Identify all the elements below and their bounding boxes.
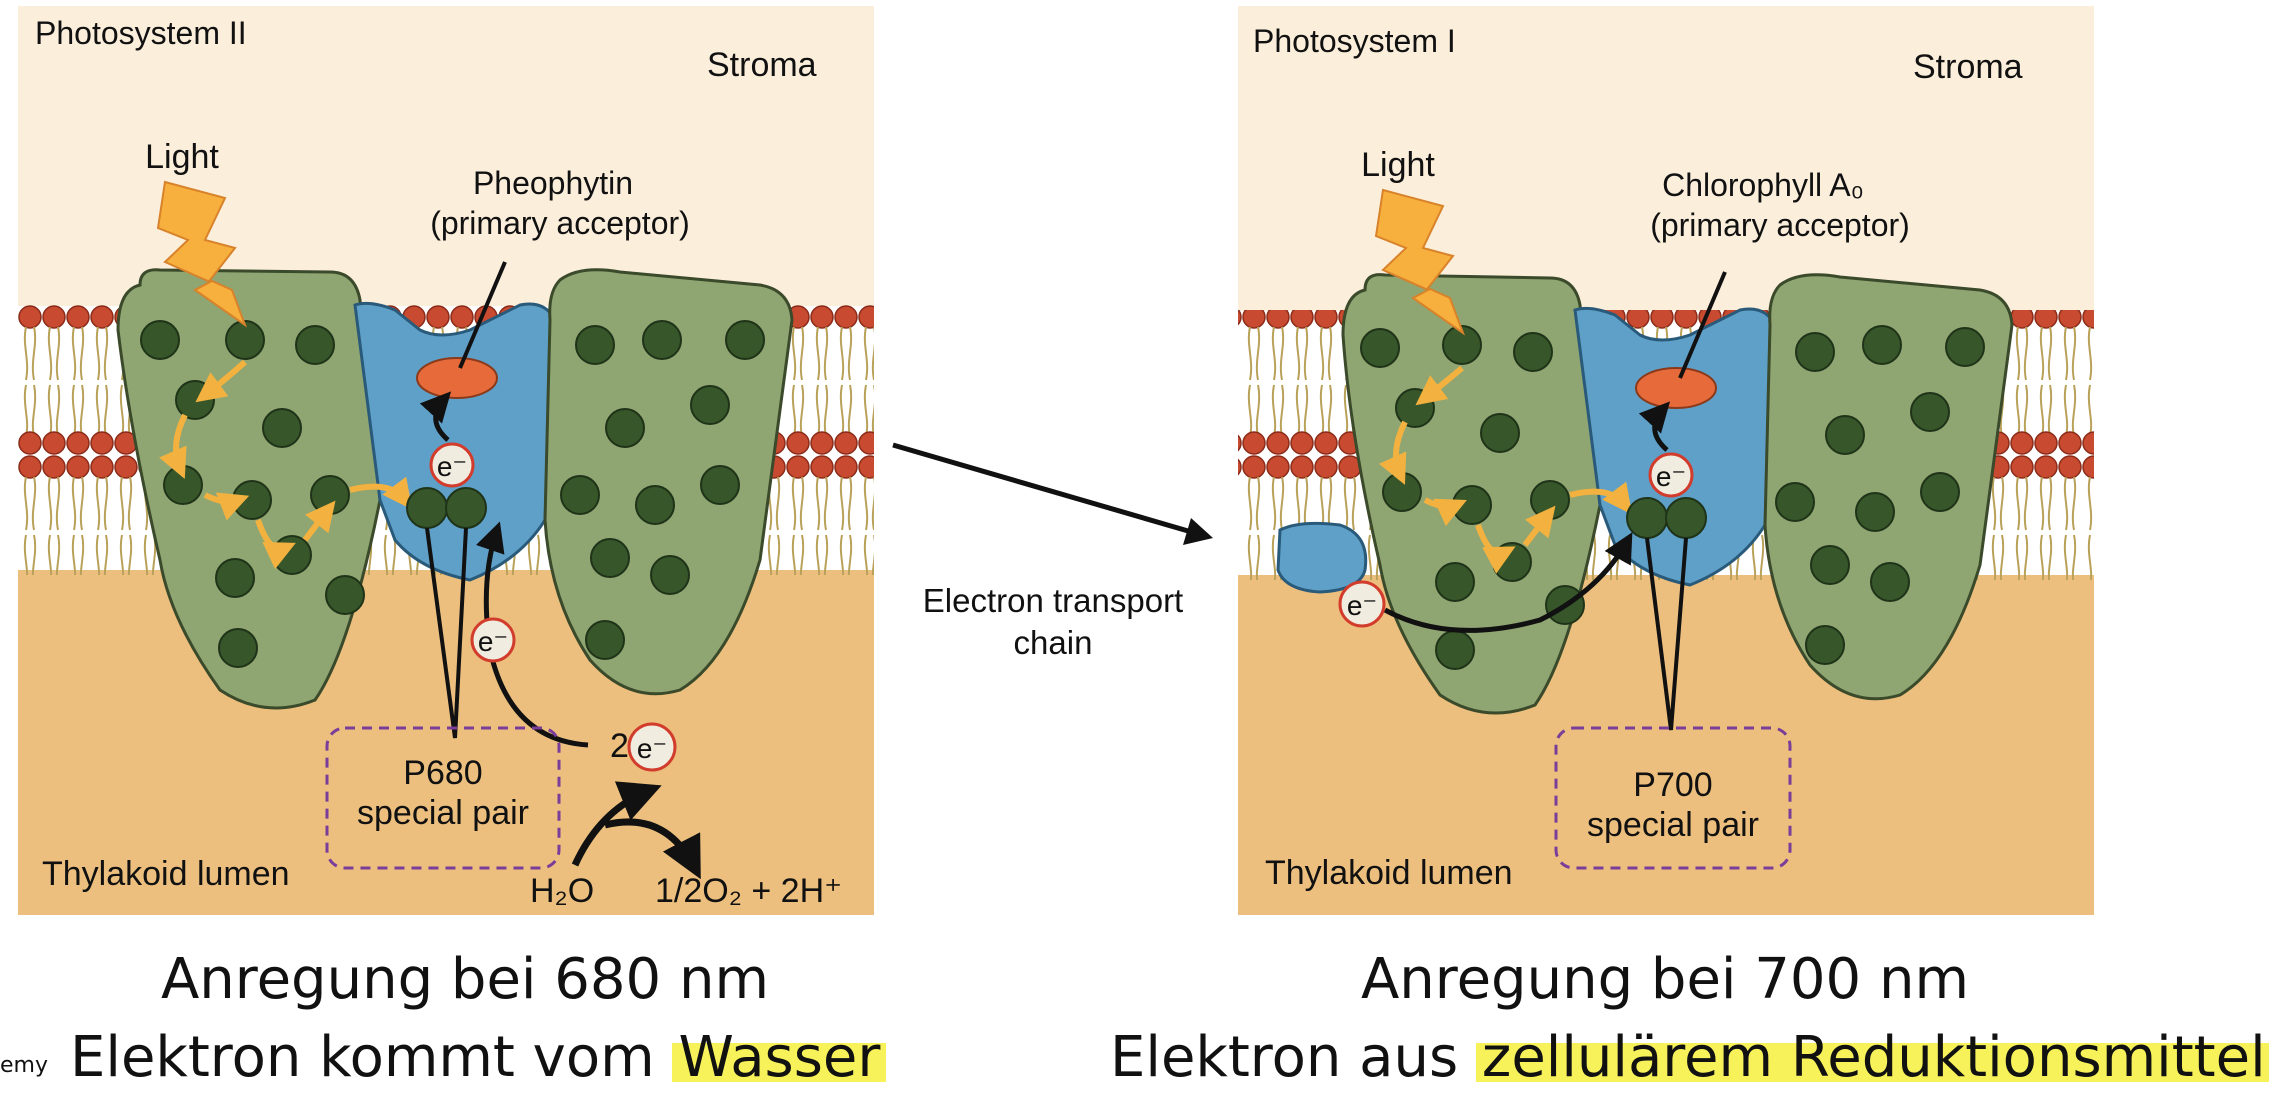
caption-left-highlight: Wasser <box>672 1025 887 1090</box>
special-pair-chlorophyll <box>445 487 487 529</box>
plastocyanin-carrier <box>1276 521 1368 594</box>
transport-label-1: Electron transport <box>923 582 1183 619</box>
energy-transfer-arrows <box>159 359 413 570</box>
caption-right-line1: Anregung bei 700 nm <box>1360 947 1969 1012</box>
electron-path-from-reductant <box>1383 532 1633 633</box>
chlorophyll-a0-acceptor <box>1635 367 1717 409</box>
special-pair-label-2: special pair <box>357 794 529 832</box>
special-pair-label-1: P700 <box>1633 766 1712 804</box>
acceptor-label-2: (primary acceptor) <box>1650 207 1910 243</box>
stroma-region <box>18 6 874 306</box>
pheophytin-acceptor <box>416 357 498 399</box>
caption-left-line2: Elektron kommt vom Wasser <box>70 1025 887 1090</box>
special-pair-pointer <box>425 527 468 739</box>
acceptor-label-1: Chlorophyll A₀ <box>1662 167 1864 203</box>
electron-transport-arrow <box>892 442 1213 545</box>
electron-marker: e⁻ <box>627 722 677 772</box>
special-pair-chlorophyll <box>1665 497 1707 539</box>
stroma-region <box>1238 6 2094 311</box>
two-electrons-prefix: 2 <box>610 727 629 765</box>
caption-right-plain: Elektron aus <box>1110 1025 1476 1090</box>
photosystem-ii-panel: Light Pheophytin (primary acceptor) e⁻ e… <box>18 6 874 915</box>
acceptor-pointer-line <box>1678 271 1727 379</box>
special-pair-box <box>325 726 561 870</box>
electron-marker: e⁻ <box>429 442 475 488</box>
svg-text:e⁻: e⁻ <box>637 733 667 764</box>
acceptor-label-1: Pheophytin <box>473 165 633 201</box>
svg-text:e⁻: e⁻ <box>1656 461 1686 492</box>
special-pair-chlorophyll <box>406 487 448 529</box>
special-pair-chlorophyll <box>1626 497 1668 539</box>
water-to-electron-arrow <box>571 781 662 867</box>
water-to-products-arrow <box>604 818 701 880</box>
special-pair-box <box>1554 726 1792 870</box>
water-label: H₂O <box>530 872 594 910</box>
electron-marker: e⁻ <box>1648 452 1694 498</box>
svg-text:e⁻: e⁻ <box>1347 590 1377 621</box>
transport-label-2: chain <box>1014 624 1093 661</box>
electron-path-to-acceptor <box>419 391 452 442</box>
stroma-label: Stroma <box>707 46 817 84</box>
svg-text:e⁻: e⁻ <box>478 626 508 657</box>
credit-fragment: emy <box>0 1053 48 1078</box>
panel-title: Photosystem II <box>35 15 247 51</box>
caption-left-plain: Elektron kommt vom <box>70 1025 673 1090</box>
panel-title: Photosystem I <box>1253 23 1456 59</box>
acceptor-pointer-line <box>458 261 507 369</box>
electron-marker: e⁻ <box>1338 580 1386 628</box>
light-label: Light <box>145 138 219 176</box>
pigment-molecules <box>140 320 765 668</box>
caption-right-highlight: zellulärem Reduktionsmittel <box>1475 1025 2269 1090</box>
antenna-protein-right <box>1763 273 2014 701</box>
caption-left-line1: Anregung bei 680 nm <box>160 947 769 1012</box>
stroma-label: Stroma <box>1913 48 2023 86</box>
special-pair-pointer <box>1645 537 1688 731</box>
light-bolt-icon <box>1374 188 1466 336</box>
lumen-label: Thylakoid lumen <box>1265 854 1513 892</box>
products-label: 1/2O₂ + 2H⁺ <box>655 872 842 910</box>
acceptor-label-2: (primary acceptor) <box>430 205 690 241</box>
antenna-protein-right <box>543 268 794 696</box>
energy-transfer-arrows <box>1378 365 1633 574</box>
electron-marker: e⁻ <box>470 617 516 663</box>
special-pair-label-2: special pair <box>1587 806 1759 844</box>
photosystem-i-panel: Light Chlorophyll A₀ (primary acceptor) … <box>1238 6 2094 915</box>
lumen-label: Thylakoid lumen <box>42 855 290 893</box>
electron-path-to-acceptor <box>1638 401 1671 452</box>
light-bolt-icon <box>156 180 248 328</box>
svg-text:e⁻: e⁻ <box>437 451 467 482</box>
caption-right-line2: Elektron aus zellulärem Reduktionsmittel <box>1110 1025 2269 1090</box>
special-pair-label-1: P680 <box>403 754 482 792</box>
light-label: Light <box>1361 146 1435 184</box>
